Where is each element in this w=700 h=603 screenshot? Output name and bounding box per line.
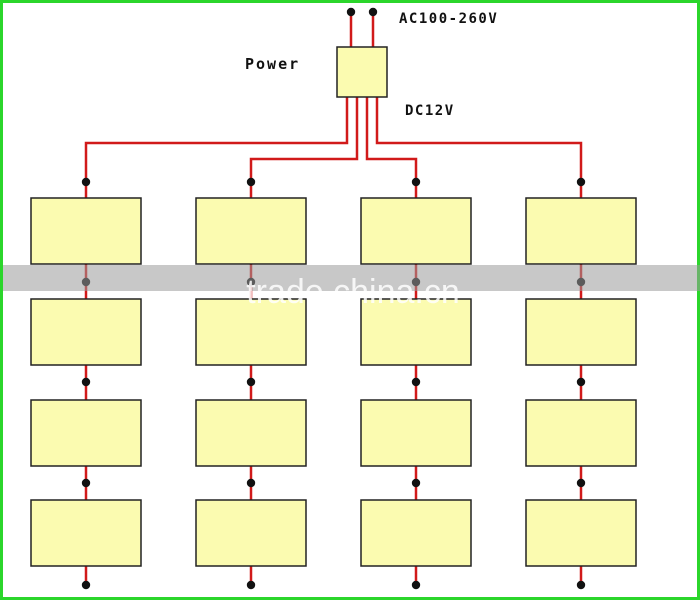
watermark-text: trade.china.cn [246,273,460,311]
link-node-c2-r3 [246,478,256,488]
column-2-input-node [246,177,256,187]
link-node-c2-r2 [246,377,256,387]
link-node-c1-r3 [81,478,91,488]
panel-c2-r4 [195,499,307,567]
panel-c4-r4 [525,499,637,567]
column-3-end-node [411,580,421,590]
wiring-diagram: Power AC100-260V DC12V trade.china.cn [3,7,700,590]
panel-c2-r2 [195,298,307,366]
panel-c4-r3 [525,399,637,467]
panel-c1-r3 [30,399,142,467]
panel-c1-r2 [30,298,142,366]
column-4-input-node [576,177,586,187]
feeder-wire-2 [249,97,359,198]
column-1-end-node [81,580,91,590]
link-node-c4-r2 [576,377,586,387]
link-node-c1-r2 [81,377,91,387]
ac-terminal-left [346,7,356,17]
ac-input-label: AC100-260V [399,11,498,27]
column-3-input-node [411,177,421,187]
panel-c4-r2 [525,298,637,366]
column-4-end-node [576,580,586,590]
link-node-c3-r2 [411,377,421,387]
column-2-end-node [246,580,256,590]
panels-layer [30,197,637,567]
link-node-c4-r3 [576,478,586,488]
panel-c3-r3 [360,399,472,467]
column-1-input-node [81,177,91,187]
link-node-c3-r3 [411,478,421,488]
feeder-wire-4 [375,97,583,198]
panel-c1-r4 [30,499,142,567]
power-supply-box [336,46,388,98]
ac-terminal-right [368,7,378,17]
panel-c2-r3 [195,399,307,467]
panel-c3-r2 [360,298,472,366]
power-label: Power [245,55,300,73]
panel-c3-r4 [360,499,472,567]
feeder-wire-1 [84,97,349,198]
dc-output-label: DC12V [405,103,455,119]
panel-c3-r1 [360,197,472,265]
panel-c2-r1 [195,197,307,265]
panel-c1-r1 [30,197,142,265]
panel-c4-r1 [525,197,637,265]
watermark-band [3,265,700,291]
